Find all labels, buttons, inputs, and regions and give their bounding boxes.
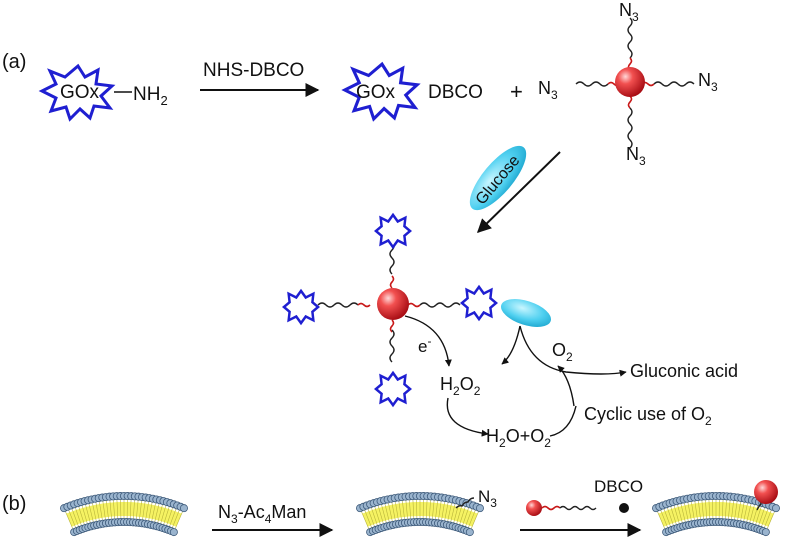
gox-enzyme-star-icon xyxy=(374,371,412,407)
membrane-n3-label: N3 xyxy=(478,487,497,510)
red-core-sphere-icon xyxy=(615,67,645,97)
n3-left-label: N3 xyxy=(538,78,558,102)
red-core-sphere-icon xyxy=(377,288,409,320)
plus-sign: + xyxy=(510,79,523,104)
red-core-sphere-icon xyxy=(754,480,778,504)
n3-ac4man-label: N3-Ac4Man xyxy=(218,502,306,526)
enzyme-nanocomplex xyxy=(282,213,552,407)
h2o2-label: H2O2 xyxy=(440,374,481,398)
water-oxygen-label: H2O+O2 xyxy=(486,426,551,450)
panel-a-label: (a) xyxy=(2,51,26,73)
n3-right-label: N3 xyxy=(698,70,718,94)
n3-bottom-label: N3 xyxy=(626,144,646,168)
lipid-bilayer-icon xyxy=(652,491,780,537)
dbco-probe-icon xyxy=(526,500,629,516)
o2-label: O2 xyxy=(552,340,573,364)
probe-dbco-label: DBCO xyxy=(594,477,643,496)
glucose-ellipse-icon xyxy=(500,299,552,327)
four-arm-azide-linker xyxy=(575,17,695,149)
n3-top-label: N3 xyxy=(619,0,639,24)
dbco-label: DBCO xyxy=(428,82,483,103)
gox-enzyme-star-icon xyxy=(282,289,320,325)
nh2-label: NH2 xyxy=(133,84,168,108)
lipid-bilayer-icon xyxy=(356,491,484,537)
gox-label-2: GOx xyxy=(356,82,396,103)
gluconic-acid-label: Gluconic acid xyxy=(630,361,738,381)
nhs-dbco-reagent-label: NHS-DBCO xyxy=(203,60,304,81)
attached-sphere xyxy=(754,480,778,511)
lipid-bilayer-icon xyxy=(60,491,188,537)
gox-enzyme-star-icon xyxy=(460,285,498,321)
gox-enzyme-star-icon xyxy=(374,213,412,249)
cyclic-use-label: Cyclic use of O2 xyxy=(584,404,712,428)
glucose-ellipse-icon: Glucose xyxy=(469,145,527,211)
panel-b-label: (b) xyxy=(2,493,26,515)
gox-label-1: GOx xyxy=(60,82,100,103)
electron-label: e- xyxy=(418,334,431,356)
